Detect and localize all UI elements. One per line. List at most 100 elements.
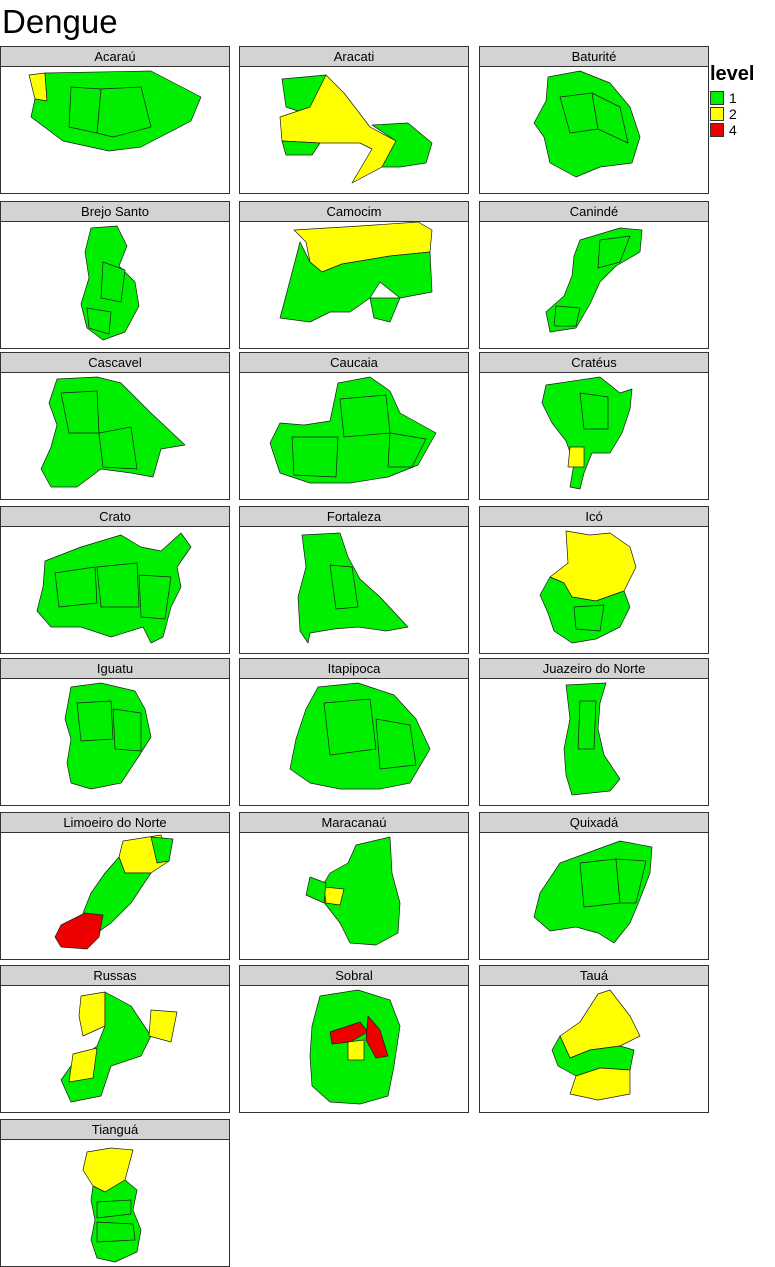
municipality-region-level-1 <box>375 718 417 770</box>
facet-strip-label: Crato <box>0 506 230 527</box>
facet-panel: Icó <box>479 506 709 654</box>
facet-panel: Fortaleza <box>239 506 469 654</box>
facet-plot-area <box>479 66 709 194</box>
facet-plot-area <box>0 1139 230 1267</box>
municipality-map <box>309 989 401 1105</box>
municipality-region-level-1 <box>371 122 433 168</box>
facet-plot-area <box>239 678 469 806</box>
municipality-region-level-2 <box>347 1039 365 1061</box>
municipality-map <box>64 682 152 790</box>
page-title: Dengue <box>2 3 118 40</box>
municipality-map <box>297 532 409 644</box>
municipality-region-level-1 <box>82 856 152 934</box>
legend-item-2: 2 <box>710 106 754 122</box>
facet-plot-area <box>479 526 709 654</box>
facet-strip-label: Caucaia <box>239 352 469 373</box>
facet-strip-label: Canindé <box>479 201 709 222</box>
facet-strip-label: Limoeiro do Norte <box>0 812 230 833</box>
facet-plot-area <box>239 221 469 349</box>
facet-strip-label: Itapipoca <box>239 658 469 679</box>
municipality-map <box>28 70 202 152</box>
legend-key-2 <box>710 107 724 121</box>
legend-key-4 <box>710 123 724 137</box>
municipality-region-level-4 <box>329 1021 369 1045</box>
municipality-region-level-1 <box>279 241 433 323</box>
municipality-map <box>305 836 401 946</box>
facet-strip-label: Aracati <box>239 46 469 67</box>
facet-panel: Tauá <box>479 965 709 1113</box>
facet-panel: Cratéus <box>479 352 709 500</box>
municipality-region-level-1 <box>339 394 391 438</box>
municipality-region-level-2 <box>559 989 641 1059</box>
facet-strip-label: Quixadá <box>479 812 709 833</box>
facet-strip-label: Maracanaú <box>239 812 469 833</box>
municipality-region-level-1 <box>317 836 401 946</box>
municipality-region-level-1 <box>98 426 138 470</box>
facet-plot-area <box>0 832 230 960</box>
municipality-region-level-1 <box>96 1199 132 1219</box>
facet-panel: Maracanaú <box>239 812 469 960</box>
municipality-map <box>279 74 433 184</box>
legend-key-1 <box>710 91 724 105</box>
facet-plot-area <box>239 526 469 654</box>
legend-item-1: 1 <box>710 90 754 106</box>
facet-plot-area <box>479 221 709 349</box>
facet-strip-label: Camocim <box>239 201 469 222</box>
facet-panel: Acaraú <box>0 46 230 194</box>
municipality-region-level-2 <box>323 886 345 906</box>
facet-panel: Baturité <box>479 46 709 194</box>
municipality-region-level-1 <box>90 1179 142 1263</box>
facet-panel: Russas <box>0 965 230 1113</box>
facet-panel: Limoeiro do Norte <box>0 812 230 960</box>
facet-strip-label: Acaraú <box>0 46 230 67</box>
facet-panel: Tianguá <box>0 1119 230 1267</box>
municipality-region-level-1 <box>615 858 647 904</box>
municipality-region-level-2 <box>569 1067 631 1101</box>
legend-item-4: 4 <box>710 122 754 138</box>
municipality-map <box>289 682 431 790</box>
facet-plot-area <box>0 678 230 806</box>
municipality-map <box>545 227 643 333</box>
facet-strip-label: Cratéus <box>479 352 709 373</box>
facet-plot-area <box>0 526 230 654</box>
municipality-map <box>40 376 186 488</box>
legend: level 1 2 4 <box>710 62 754 138</box>
municipality-region-level-1 <box>291 436 339 478</box>
facet-plot-area <box>0 221 230 349</box>
facet-plot-area <box>479 832 709 960</box>
municipality-region-level-1 <box>96 1221 136 1243</box>
facet-panel: Aracati <box>239 46 469 194</box>
municipality-region-level-1 <box>577 700 597 750</box>
municipality-region-level-1 <box>281 140 321 156</box>
municipality-region-level-2 <box>279 74 397 184</box>
municipality-region-level-4 <box>54 912 104 950</box>
facet-panel: Juazeiro do Norte <box>479 658 709 806</box>
municipality-region-level-1 <box>96 86 152 138</box>
facet-plot-area <box>239 372 469 500</box>
municipality-region-level-2 <box>28 72 48 102</box>
municipality-map <box>36 532 192 644</box>
facet-panel: Cascavel <box>0 352 230 500</box>
facet-plot-area <box>0 66 230 194</box>
municipality-map <box>539 530 637 644</box>
municipality-map <box>279 222 433 323</box>
municipality-region-level-1 <box>100 261 126 303</box>
municipality-region-level-1 <box>591 92 629 144</box>
municipality-region-level-1 <box>96 562 140 608</box>
facet-strip-label: Baturité <box>479 46 709 67</box>
municipality-map <box>551 989 641 1101</box>
municipality-region-level-1 <box>597 235 631 269</box>
municipality-region-level-1 <box>541 376 633 490</box>
municipality-region-level-2 <box>78 991 106 1037</box>
municipality-region-level-2 <box>567 446 585 468</box>
municipality-region-level-1 <box>112 708 142 752</box>
facet-plot-area <box>0 985 230 1113</box>
municipality-region-level-1 <box>150 836 174 864</box>
facet-panel: Brejo Santo <box>0 201 230 349</box>
municipality-region-level-1 <box>68 86 102 134</box>
facet-plot-area <box>239 985 469 1113</box>
municipality-map <box>541 376 633 490</box>
municipality-region-level-1 <box>579 392 609 430</box>
facet-panel: Quixadá <box>479 812 709 960</box>
facet-panel: Caucaia <box>239 352 469 500</box>
